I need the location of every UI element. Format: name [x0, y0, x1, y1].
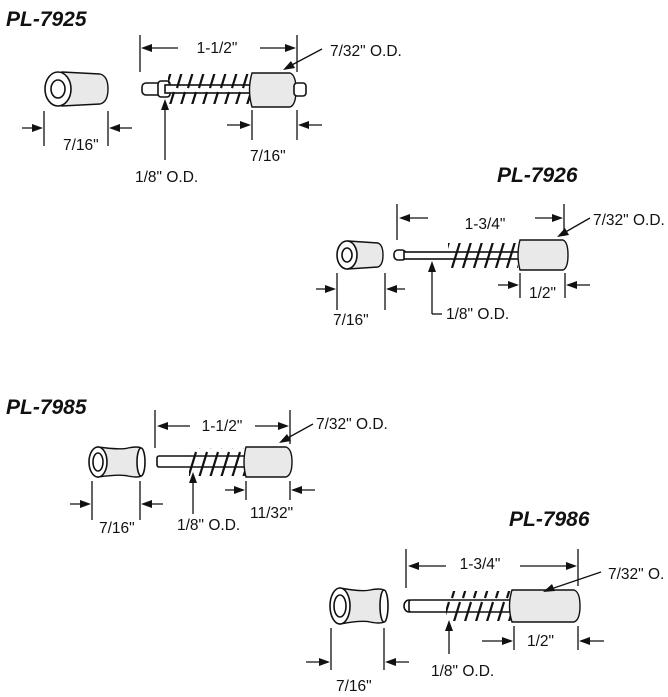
inner-od-label: 1/8" O.D. — [177, 517, 240, 534]
pin-assembly — [403, 589, 581, 623]
model-title: PL-7986 — [509, 508, 590, 531]
spring — [168, 74, 252, 104]
part-pl-7986: PL-7986 1-3/4" 7/32" O. 1/ — [306, 508, 664, 695]
outer-od-label: 7/32" O.D. — [330, 43, 402, 60]
pin-assembly — [156, 446, 293, 478]
inner-od-label: 1/8" O.D. — [431, 663, 494, 680]
pin-assembly — [141, 72, 307, 108]
outer-od-label: 7/32" O.D. — [593, 212, 665, 229]
sleeve-width-label: 7/16" — [250, 148, 286, 165]
bushing — [88, 446, 146, 478]
bushing-width-label: 7/16" — [99, 520, 135, 537]
outer-od-label: 7/32" O. — [608, 566, 664, 583]
model-title: PL-7985 — [6, 396, 87, 419]
sleeve-width-label: 11/32" — [250, 505, 293, 522]
model-title: PL-7925 — [6, 8, 87, 31]
dimensions: 1-3/4" 7/32" O.D. 1/8" O.D. 7/16" 1/2" — [316, 204, 665, 329]
length-label: 1-1/2" — [202, 418, 243, 435]
outer-od-label: 7/32" O.D. — [316, 416, 388, 433]
bushing-width-label: 7/16" — [333, 312, 369, 329]
length-label: 1-3/4" — [465, 216, 506, 233]
inner-od-label: 1/8" O.D. — [446, 306, 509, 323]
sleeve-width-label: 1/2" — [527, 633, 554, 650]
length-label: 1-1/2" — [197, 40, 238, 57]
part-pl-7985: PL-7985 1-1/2" 7/32" O.D. 1/8" O. — [6, 396, 388, 537]
bushing — [44, 71, 109, 107]
inner-od-label: 1/8" O.D. — [135, 169, 198, 186]
bushing-width-label: 7/16" — [336, 678, 372, 695]
pin-assembly — [393, 239, 569, 271]
spring — [448, 243, 518, 268]
dimensions: 1-1/2" 7/32" O.D. 1/8" O.D. 7/16" 7/16" — [22, 35, 402, 186]
bushing — [329, 587, 389, 625]
bushing-width-label: 7/16" — [63, 137, 99, 154]
part-pl-7926: PL-7926 1-3/4" 7/32" O.D. — [316, 164, 665, 329]
bushing — [336, 240, 384, 270]
model-title: PL-7926 — [497, 164, 578, 187]
dimensions: 1-1/2" 7/32" O.D. 1/8" O.D. 7/16" 11/32" — [70, 410, 388, 537]
dimensions: 1-3/4" 7/32" O. 1/8" O.D. 7/16" 1/2" — [306, 549, 664, 695]
spring — [189, 448, 245, 476]
length-label: 1-3/4" — [460, 556, 501, 573]
part-pl-7925: PL-7925 1-1/2" 7/32" O.D. — [6, 8, 402, 186]
sleeve-width-label: 1/2" — [529, 285, 556, 302]
spring — [446, 591, 512, 621]
